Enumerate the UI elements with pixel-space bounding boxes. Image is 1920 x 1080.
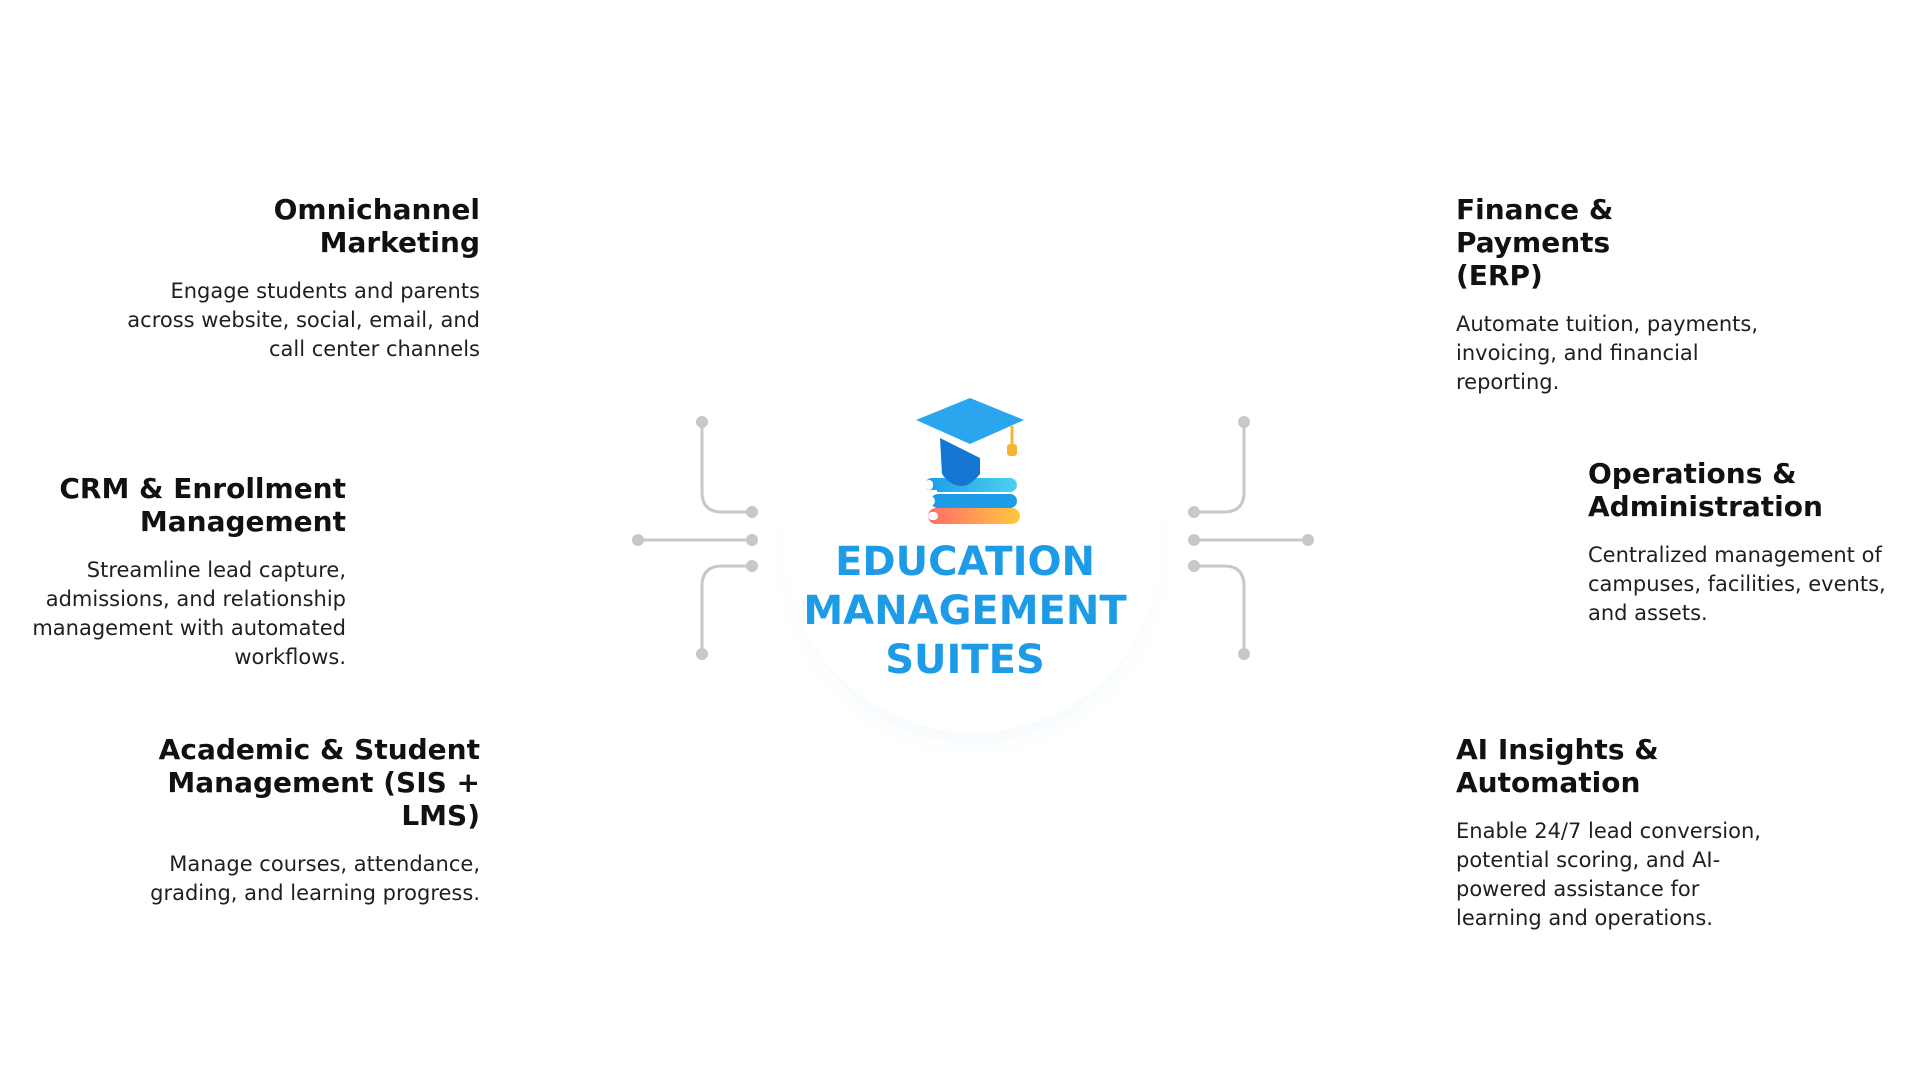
center-title: EDUCATION MANAGEMENT SUITES [770,538,1160,685]
connector-dots [632,416,1314,660]
academic-student-card: Academic & Student Management (SIS + LMS… [120,733,480,908]
center-hub [768,355,1178,765]
finance-payments-card: Finance & Payments (ERP) Automate tuitio… [1456,193,1776,397]
center-title-line-3: SUITES [885,637,1045,683]
crm-enrollment-card: CRM & Enrollment Management Streamline l… [0,472,346,672]
operations-title: Operations & Administration [1588,457,1823,523]
connector-lines [638,422,1308,654]
omnichannel-title-line-1: Omnichannel [273,193,480,226]
omnichannel-title: Omnichannel Marketing [120,193,480,259]
ai-insights-card: AI Insights & Automation Enable 24/7 lea… [1456,733,1776,933]
center-title-line-2: MANAGEMENT [803,588,1127,634]
academic-description: Manage courses, attendance, grading, and… [150,852,480,905]
academic-title: Academic & Student Management (SIS + LMS… [158,733,480,832]
graduation-cap-books-icon [916,398,1024,524]
ai-description: Enable 24/7 lead conversion, potential s… [1456,819,1761,930]
crm-description: Streamline lead capture, admissions, and… [32,558,346,669]
finance-title: Finance & Payments (ERP) [1456,193,1614,292]
ai-title: AI Insights & Automation [1456,733,1659,799]
omnichannel-marketing-card: Omnichannel Marketing Engage students an… [120,193,480,364]
operations-administration-card: Operations & Administration Centralized … [1588,457,1908,628]
operations-description: Centralized management of campuses, faci… [1588,543,1886,625]
omnichannel-title-line-2: Marketing [319,226,480,259]
omnichannel-description: Engage students and parents across websi… [127,279,480,361]
center-title-line-1: EDUCATION [835,539,1095,585]
finance-description: Automate tuition, payments, invoicing, a… [1456,312,1759,394]
crm-title: CRM & Enrollment Management [59,472,346,538]
